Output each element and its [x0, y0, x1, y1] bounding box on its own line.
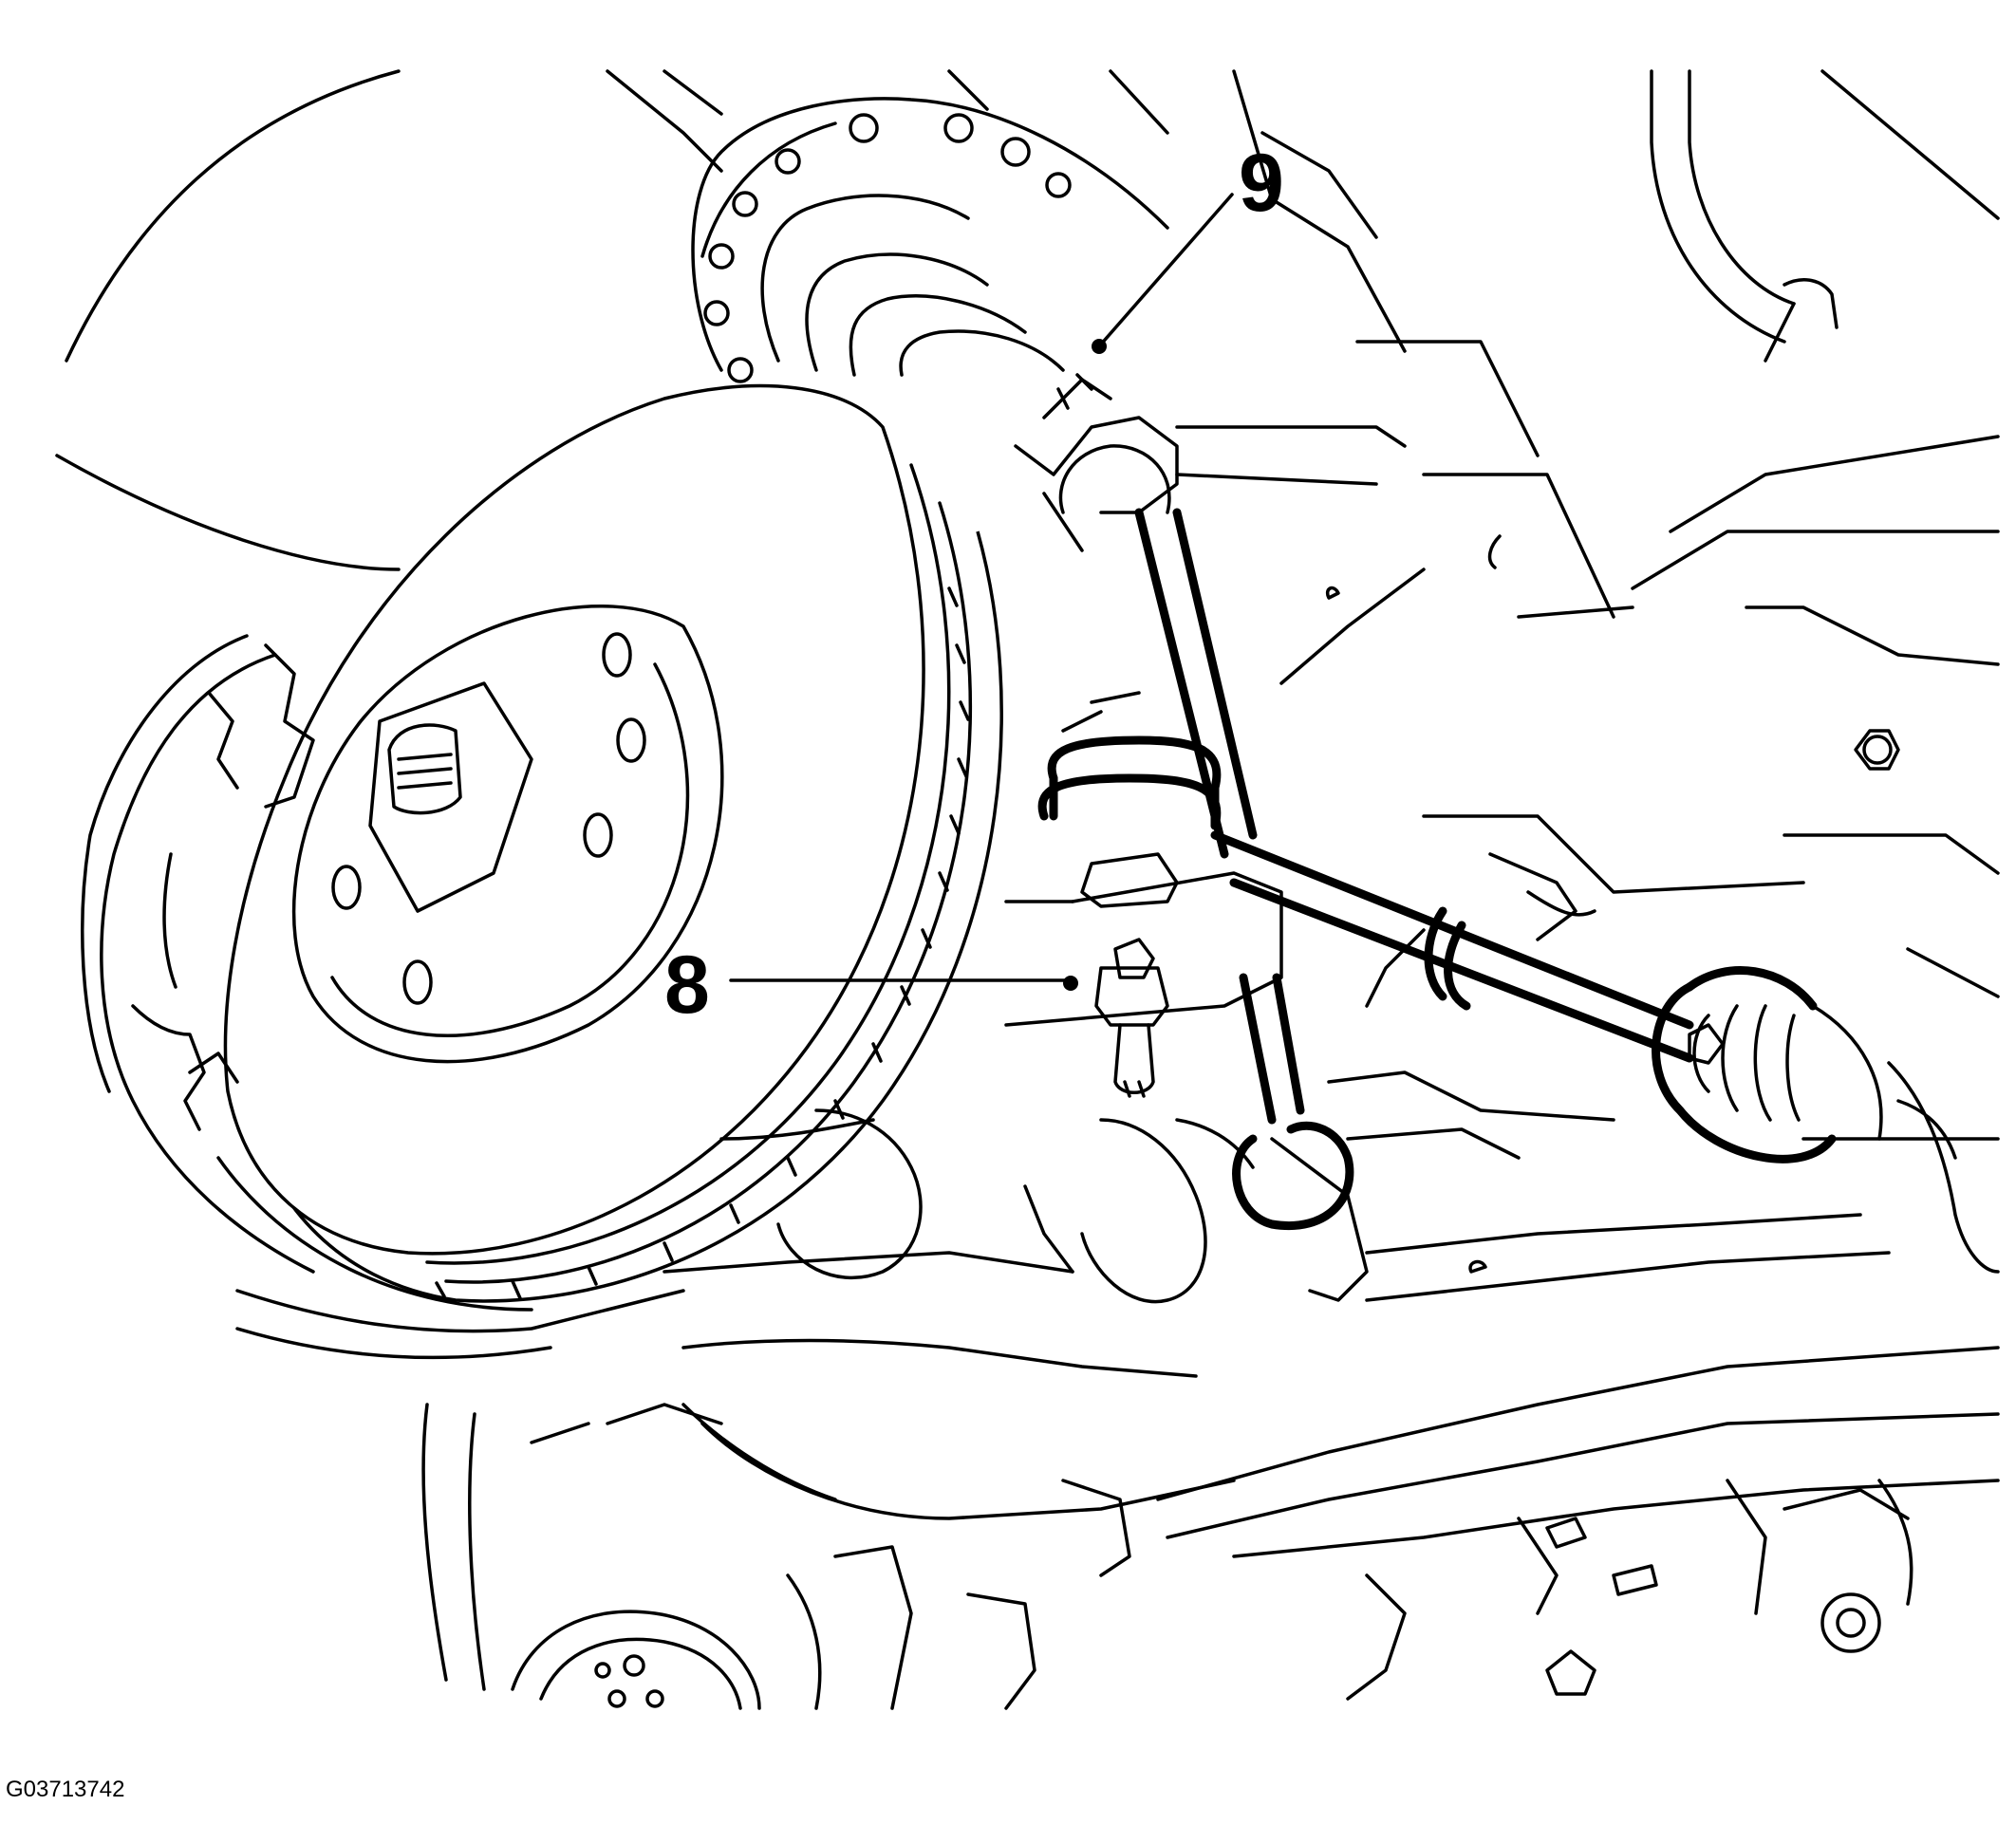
subframe — [681, 1346, 2000, 1701]
inner-cv-boot — [1652, 966, 1883, 1164]
lower-strut-mount — [1004, 691, 1283, 1098]
engine-pulley — [421, 1403, 1036, 1710]
tie-rod — [1210, 830, 1694, 1063]
brake-disc — [223, 383, 1003, 1303]
leader-dot-9 — [1092, 339, 1107, 354]
callout-9: 9 — [1092, 138, 1284, 354]
leader-dot-8 — [1063, 976, 1078, 991]
callout-number-8: 8 — [664, 940, 710, 1031]
callout-8: 8 — [664, 940, 1078, 1031]
lower-control-arm — [663, 1061, 2000, 1378]
dust-shield — [81, 634, 685, 1360]
figure-id: G03713742 — [6, 1777, 124, 1802]
upper-mount — [1014, 373, 1407, 552]
cv-joint — [691, 97, 1169, 383]
stabilizer-link — [1134, 508, 1369, 1302]
leader-line-9 — [1097, 193, 1234, 348]
body-outline — [55, 69, 2000, 1160]
callout-number-9: 9 — [1239, 138, 1284, 229]
body-bolts — [1326, 534, 1900, 1274]
